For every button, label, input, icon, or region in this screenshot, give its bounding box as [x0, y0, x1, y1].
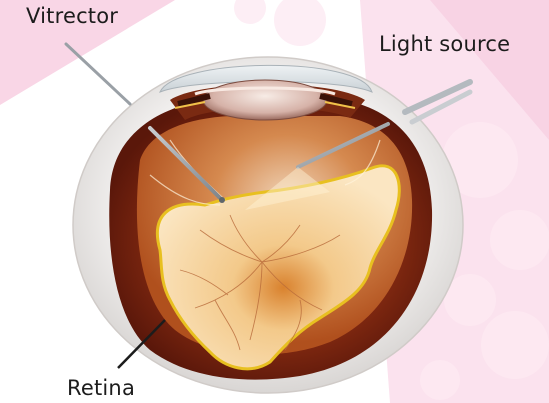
retina-label: Retina — [67, 376, 135, 400]
vitrector-label: Vitrector — [26, 4, 118, 28]
light-source-label: Light source — [379, 32, 510, 56]
